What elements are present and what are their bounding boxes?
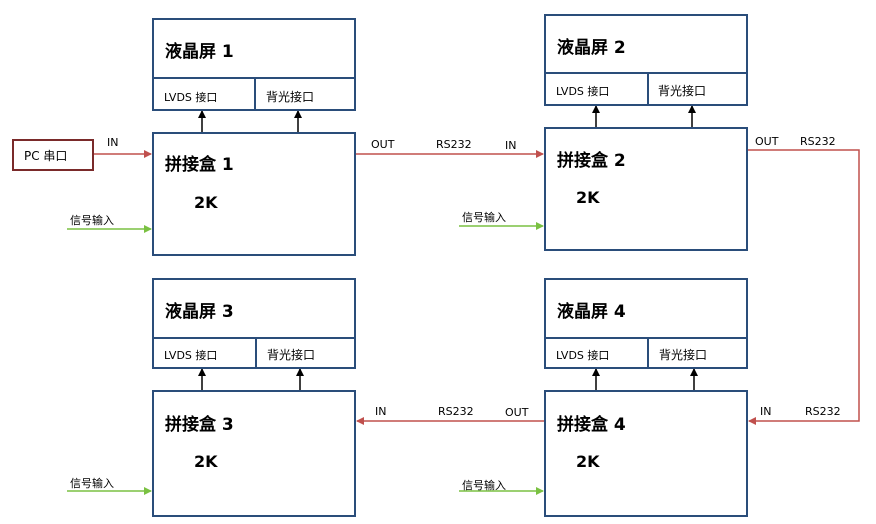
- pc-serial-port-box: [12, 139, 94, 171]
- rs232-label-box4-box3: RS232: [438, 405, 474, 418]
- lcd-panel-2-backlight-port: 背光接口: [658, 84, 707, 98]
- out-label-box1: OUT: [371, 138, 395, 151]
- rs232-label-box1-box2: RS232: [436, 138, 472, 151]
- serial-line-box2-to-box4: [747, 149, 860, 425]
- splice-box-2: [544, 127, 748, 251]
- splice-box-4-title: 拼接盒 4: [557, 415, 626, 435]
- pc-serial-port-label: PC 串口: [24, 149, 68, 163]
- lcd-panel-1-port-divider: [254, 77, 256, 111]
- lcd-panel-4-port-row: [544, 337, 748, 369]
- in-label-box2: IN: [505, 139, 517, 152]
- rs232-label-box2-box4: RS232: [800, 135, 836, 148]
- splice-box-4-resolution: 2K: [576, 452, 600, 471]
- lcd-panel-1-lvds-port: LVDS 接口: [164, 91, 218, 104]
- lcd-panel-3-title: 液晶屏 3: [165, 302, 234, 322]
- splice-box-2-title: 拼接盒 2: [557, 151, 626, 171]
- splice-box-3-resolution: 2K: [194, 452, 218, 471]
- lcd-panel-3-port-divider: [255, 337, 257, 369]
- signal-input-label-box3: 信号输入: [70, 477, 114, 490]
- splice-box-1-title: 拼接盒 1: [165, 155, 234, 175]
- lcd-panel-2-title: 液晶屏 2: [557, 38, 626, 58]
- in-label-box4: IN: [760, 405, 772, 418]
- lcd-panel-2-port-row: [544, 72, 748, 106]
- lcd-panel-2-port-divider: [647, 72, 649, 106]
- signal-input-label-box2: 信号输入: [462, 211, 506, 224]
- splice-box-3-title: 拼接盒 3: [165, 415, 234, 435]
- lcd-panel-3-backlight-port: 背光接口: [267, 348, 316, 362]
- out-label-box2: OUT: [755, 135, 779, 148]
- lcd-panel-1-title: 液晶屏 1: [165, 42, 234, 62]
- splice-box-4: [544, 390, 748, 517]
- lcd-panel-4-title: 液晶屏 4: [557, 302, 626, 322]
- splice-box-3: [152, 390, 356, 517]
- lcd-panel-3-port-row: [152, 337, 356, 369]
- in-label-box3: IN: [375, 405, 387, 418]
- lcd-panel-4-backlight-port: 背光接口: [659, 348, 708, 362]
- rs232-label-box4-in: RS232: [805, 405, 841, 418]
- splice-box-1: [152, 132, 356, 256]
- splice-box-1-resolution: 2K: [194, 193, 218, 212]
- lcd-panel-2-lvds-port: LVDS 接口: [556, 85, 610, 98]
- lcd-panel-1-backlight-port: 背光接口: [266, 90, 315, 104]
- lcd-panel-4-port-divider: [647, 337, 649, 369]
- lcd-panel-4-lvds-port: LVDS 接口: [556, 349, 610, 362]
- splice-box-2-resolution: 2K: [576, 188, 600, 207]
- out-label-box4: OUT: [505, 406, 529, 419]
- lcd-panel-3-lvds-port: LVDS 接口: [164, 349, 218, 362]
- signal-input-label-box1: 信号输入: [70, 214, 114, 227]
- in-label-box1: IN: [107, 136, 119, 149]
- signal-input-label-box4: 信号输入: [462, 479, 506, 492]
